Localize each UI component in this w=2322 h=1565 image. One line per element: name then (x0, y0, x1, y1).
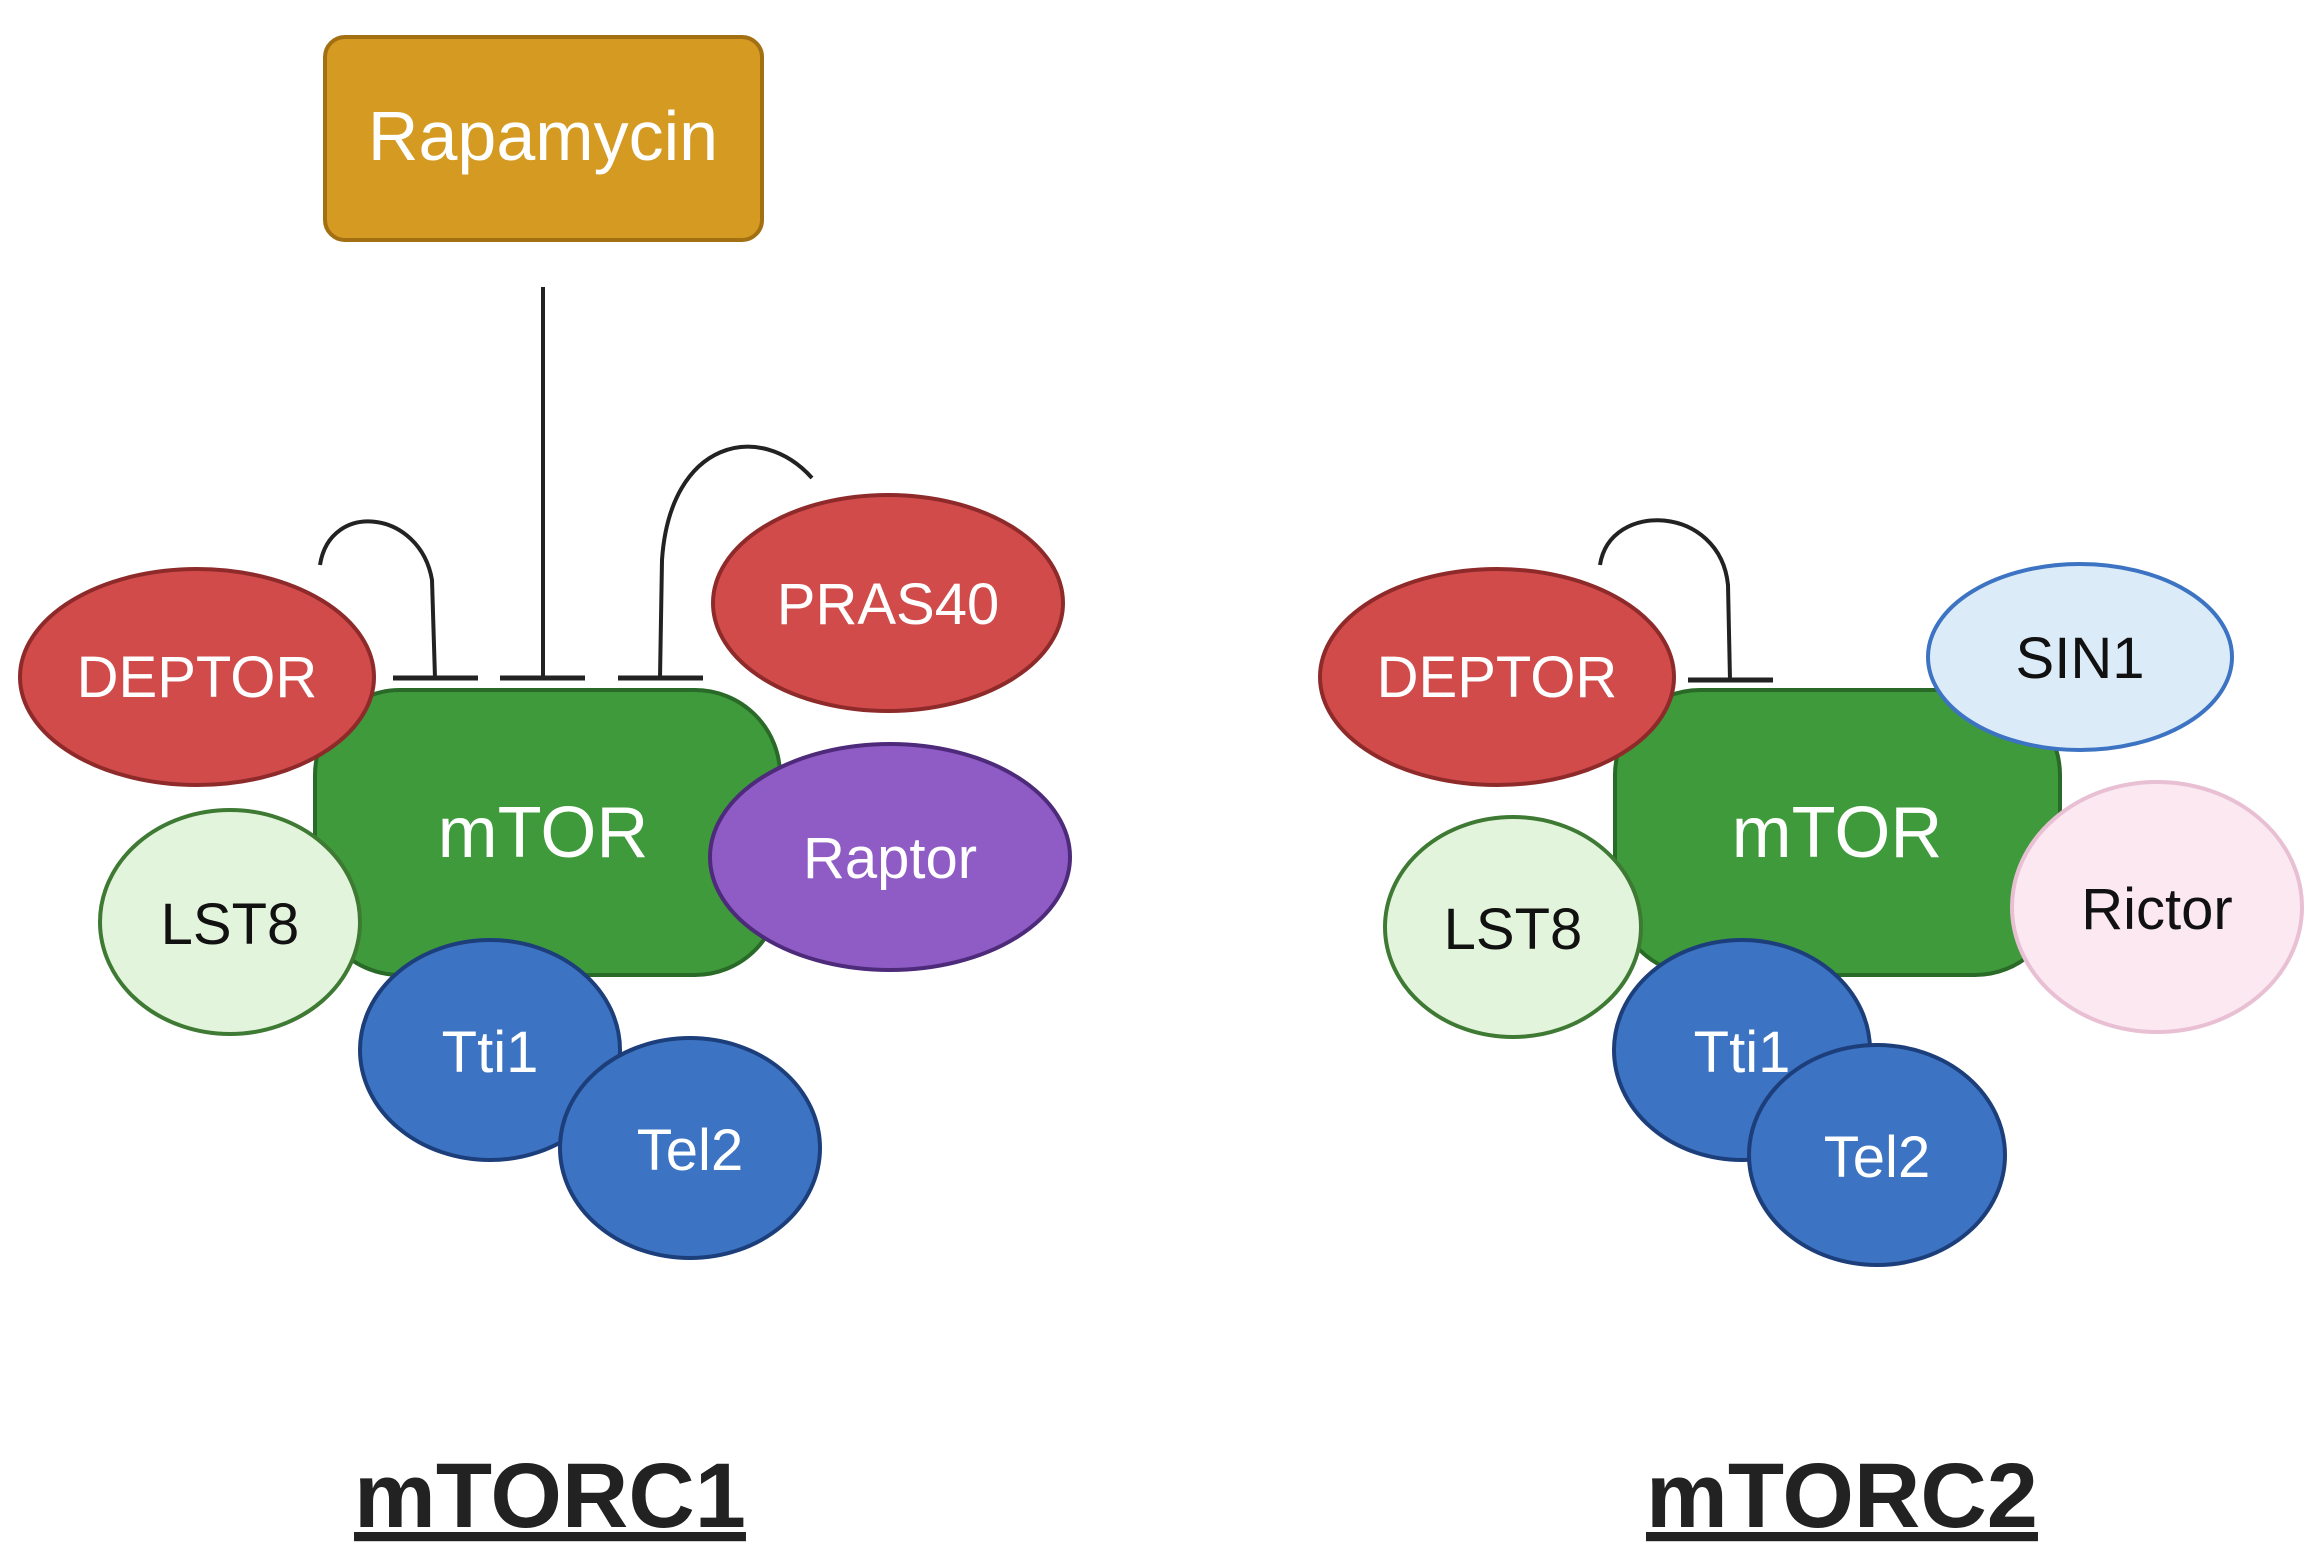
sin1-subunit (1926, 562, 2234, 752)
mtorc2-title: mTORC2 (1646, 1445, 2038, 1547)
lst8-subunit (98, 808, 362, 1036)
mtor-label: mTOR (438, 793, 649, 873)
lst8-label-2: LST8 (1444, 897, 1583, 962)
deptor-subunit (18, 567, 376, 787)
rictor-subunit (2010, 780, 2304, 1034)
pras40-subunit (711, 493, 1065, 713)
deptor-label: DEPTOR (77, 645, 318, 710)
deptor-label-2: DEPTOR (1377, 645, 1618, 710)
tel2-label-2: Tel2 (1824, 1125, 1930, 1190)
mtor-label-2: mTOR (1732, 793, 1943, 873)
raptor-label: Raptor (803, 826, 977, 891)
lst8-subunit-2 (1383, 815, 1643, 1039)
pras40-label: PRAS40 (777, 572, 999, 637)
pras40-inhibition-arc (658, 444, 814, 679)
rictor-label: Rictor (2081, 877, 2232, 942)
tel2-subunit-2 (1747, 1043, 2007, 1267)
tti1-subunit (358, 938, 622, 1162)
deptor-inhibition-arc-2 (1598, 518, 1732, 681)
lst8-label: LST8 (161, 892, 300, 957)
tel2-subunit (558, 1036, 822, 1260)
mtorc1-complex: Rapamycin mTOR DEPTOR PRAS40 Raptor LST8… (18, 35, 1072, 1547)
raptor-subunit (708, 742, 1072, 972)
deptor-subunit-2 (1318, 567, 1676, 787)
tti1-label: Tti1 (442, 1020, 539, 1085)
mtorc2-complex: mTOR DEPTOR SIN1 Rictor LST8 Tti1 Tel2 m… (1318, 518, 2304, 1547)
rapamycin-box (323, 35, 764, 242)
tel2-label: Tel2 (637, 1118, 743, 1183)
deptor-inhibition-arc (318, 519, 437, 679)
mtorc1-title: mTORC1 (354, 1445, 746, 1547)
sin1-label: SIN1 (2016, 626, 2145, 691)
rapamycin-label: Rapamycin (368, 97, 718, 175)
tti1-label-2: Tti1 (1694, 1020, 1791, 1085)
